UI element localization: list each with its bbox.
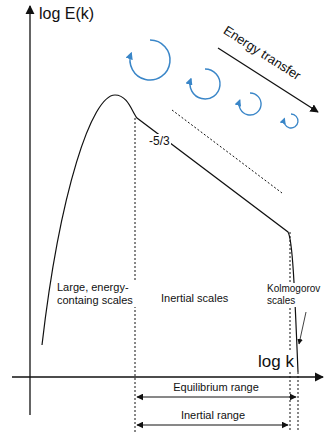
axis-label: log E(k) [38,4,95,23]
range-divider [290,232,291,430]
range-divider [135,118,136,432]
region-label: Kolmogorov scales [266,283,326,307]
eddy-symbol [190,69,220,99]
eddy-symbol [130,40,170,80]
range-arrow [137,397,296,398]
range-divider [298,372,299,432]
region-label: Inertial scales [160,292,229,305]
y-axis [29,6,30,415]
eddy-symbol [239,93,261,115]
range-label: Inertial range [180,409,246,422]
range-label: Equilibrium range [172,381,260,394]
slope-label: -5/3 [148,134,171,148]
region-label: Large, energy-containg scales [56,281,142,307]
range-arrow [137,425,288,426]
slope-guide [172,110,282,193]
leader-arrow [299,312,306,344]
x-axis [12,376,323,377]
eddy-symbol [284,114,298,128]
spectrum-curve [42,95,298,372]
axis-label: log k [257,352,295,372]
arrow-label: Energy transfer [220,22,305,84]
